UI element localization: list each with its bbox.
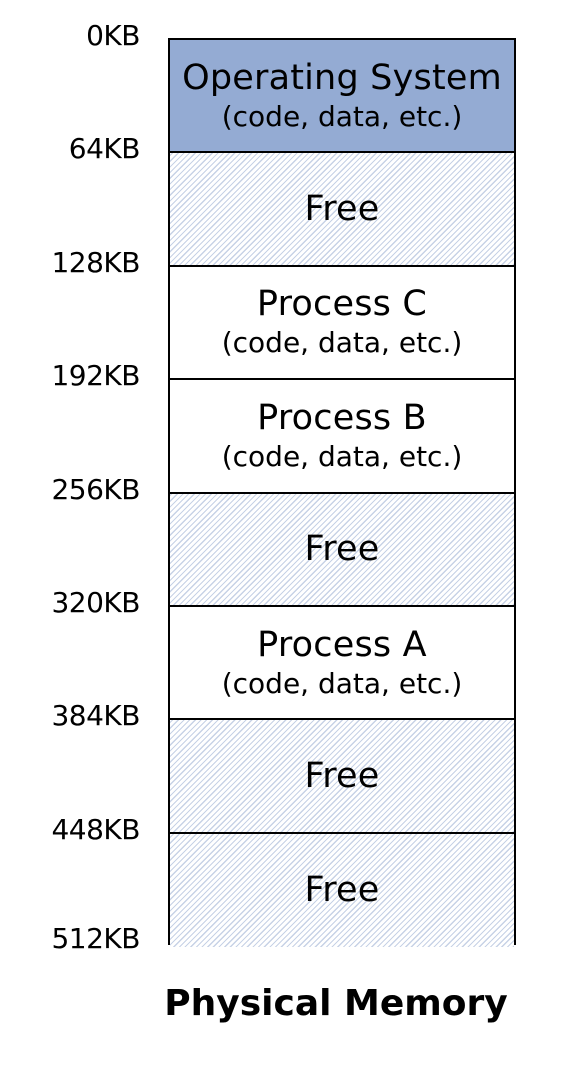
- memory-block-process-a: Process A (code, data, etc.): [170, 606, 514, 721]
- address-label-128kb: 128KB: [51, 245, 140, 279]
- block-title: Free: [304, 755, 380, 796]
- memory-block-operating-system: Operating System (code, data, etc.): [170, 40, 514, 154]
- address-label-0kb: 0KB: [86, 19, 140, 52]
- block-title: Free: [304, 529, 380, 570]
- memory-block-free-4: Free: [170, 833, 514, 947]
- memory-column: Operating System (code, data, etc.) Free…: [168, 38, 516, 947]
- memory-block-free-3: Free: [170, 720, 514, 834]
- block-title: Process B: [257, 397, 427, 438]
- block-subtitle: (code, data, etc.): [221, 99, 463, 133]
- block-title: Process A: [257, 624, 427, 665]
- block-title: Free: [304, 189, 380, 230]
- address-label-320kb: 320KB: [51, 585, 140, 619]
- block-title: Free: [304, 870, 380, 911]
- address-label-448kb: 448KB: [51, 812, 140, 846]
- block-subtitle: (code, data, etc.): [221, 666, 463, 700]
- diagram-caption: Physical Memory: [164, 983, 508, 1024]
- block-title: Process C: [256, 284, 428, 325]
- memory-block-process-c: Process C (code, data, etc.): [170, 266, 514, 381]
- block-title: Operating System: [182, 57, 502, 98]
- memory-block-free-1: Free: [170, 153, 514, 267]
- address-label-256kb: 256KB: [51, 472, 140, 506]
- address-label-384kb: 384KB: [51, 699, 140, 733]
- memory-block-free-2: Free: [170, 493, 514, 607]
- block-subtitle: (code, data, etc.): [221, 439, 463, 473]
- memory-block-process-b: Process B (code, data, etc.): [170, 380, 514, 494]
- address-label-64kb: 64KB: [68, 132, 141, 166]
- address-label-512kb: 512KB: [51, 922, 140, 955]
- block-subtitle: (code, data, etc.): [221, 326, 463, 360]
- address-label-192kb: 192KB: [51, 359, 140, 393]
